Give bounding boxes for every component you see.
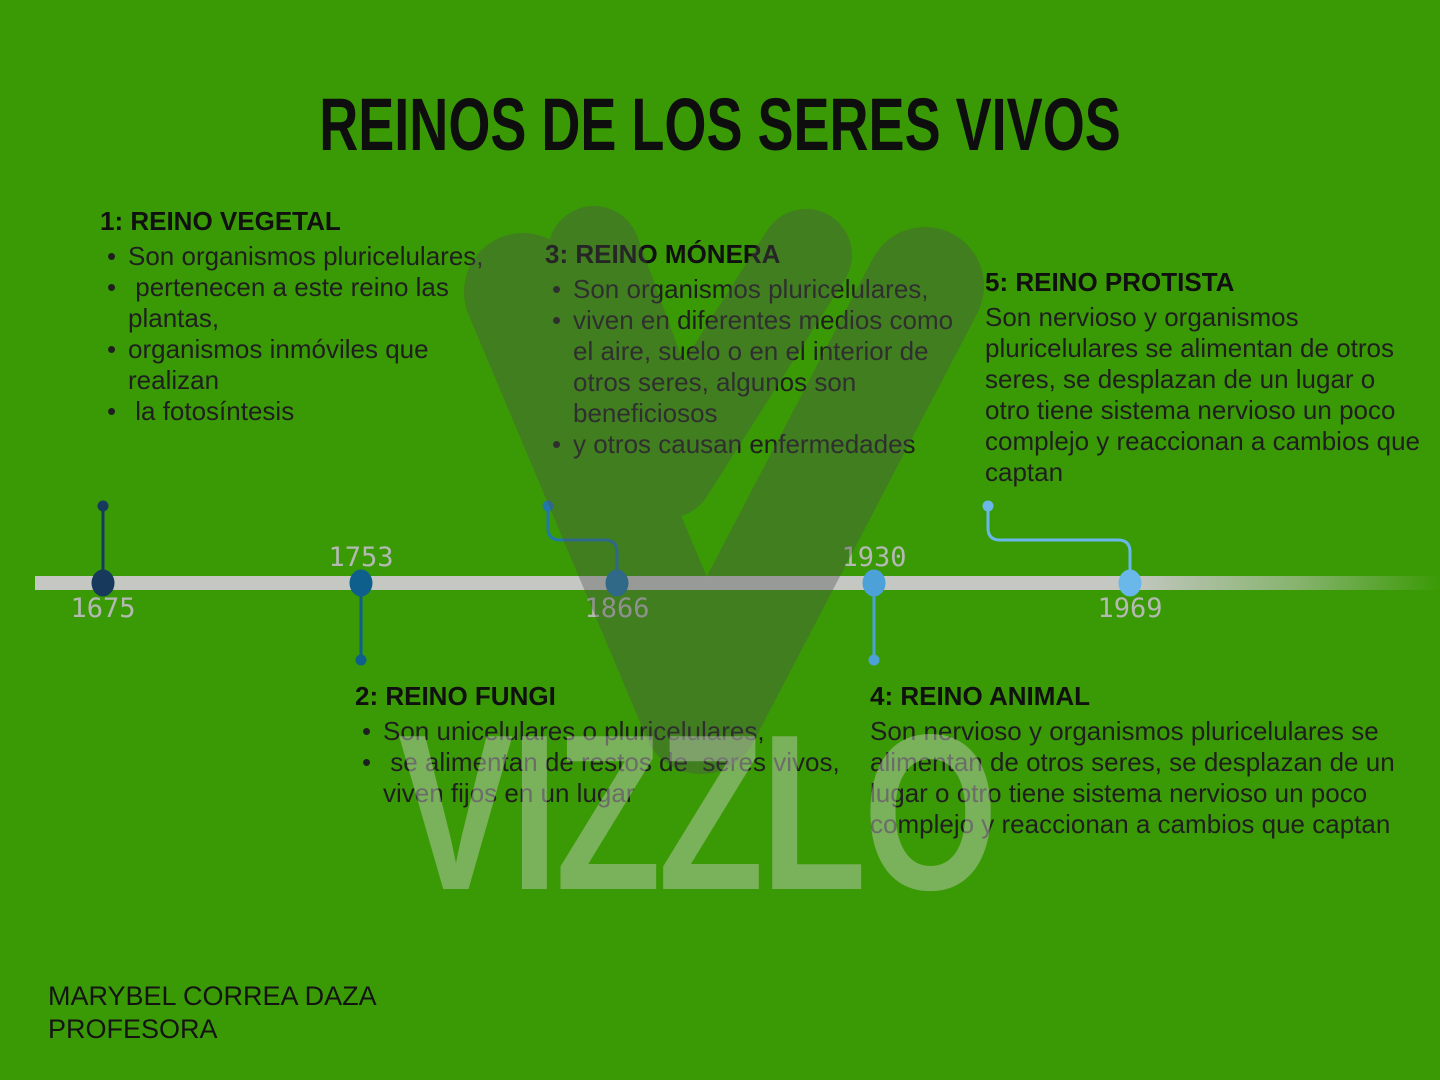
bullet-item: viven en diferentes medios como el aire,… <box>545 305 970 429</box>
section-paragraph: Son nervioso y organismos pluricelulares… <box>870 716 1395 839</box>
timeline-event-1675 <box>91 500 115 597</box>
timeline-event-1866 <box>542 500 629 597</box>
section-heading: 3: REINO MÓNERA <box>545 239 781 269</box>
timeline-event-1969 <box>982 500 1142 597</box>
connector-endpoint-dot <box>982 500 994 512</box>
timeline-marker-dot <box>349 569 373 597</box>
page-title: REINOS DE LOS SERES VIVOS <box>319 83 1121 166</box>
timeline-event-1753 <box>349 569 373 666</box>
year-label-1753: 1753 <box>328 542 394 573</box>
connector-endpoint-dot <box>542 500 554 512</box>
section-heading: 4: REINO ANIMAL <box>870 681 1091 711</box>
bullet-list: Son unicelulares o pluricelulares, se al… <box>355 716 900 809</box>
timeline-marker-dot <box>605 569 629 597</box>
section-reino-monera: 3: REINO MÓNERA Son organismos pluricelu… <box>545 239 970 460</box>
bullet-item: pertenecen a este reino las plantas, <box>100 272 520 334</box>
timeline-event-1930 <box>862 569 886 666</box>
section-reino-animal: 4: REINO ANIMAL Son nervioso y organismo… <box>870 681 1415 840</box>
section-heading: 5: REINO PROTISTA <box>985 267 1235 297</box>
author-role: PROFESORA <box>48 1014 218 1044</box>
year-label-1969: 1969 <box>1097 593 1163 624</box>
section-reino-vegetal: 1: REINO VEGETAL Son organismos pluricel… <box>100 206 520 427</box>
bullet-list: Son organismos pluricelulares,viven en d… <box>545 274 970 460</box>
year-label-1930: 1930 <box>841 542 907 573</box>
bullet-item: Son organismos pluricelulares, <box>100 241 520 272</box>
timeline-marker-dot <box>862 569 886 597</box>
author-name: MARYBEL CORREA DAZA <box>48 981 377 1011</box>
bullet-item: Son organismos pluricelulares, <box>545 274 970 305</box>
connector-endpoint-dot <box>868 654 880 666</box>
bullet-item: y otros causan enfermedades <box>545 429 970 460</box>
section-reino-protista: 5: REINO PROTISTA Son nervioso y organis… <box>985 267 1425 488</box>
connector-endpoint-dot <box>355 654 367 666</box>
timeline-marker-dot <box>1118 569 1142 597</box>
section-reino-fungi: 2: REINO FUNGI Son unicelulares o pluric… <box>355 681 900 809</box>
timeline-bar <box>35 576 1440 590</box>
year-label-1675: 1675 <box>70 593 136 624</box>
bullet-item: organismos inmóviles que realizan <box>100 334 520 396</box>
section-heading: 1: REINO VEGETAL <box>100 206 341 236</box>
timeline-marker-dot <box>91 569 115 597</box>
bullet-item: la fotosíntesis <box>100 396 520 427</box>
bullet-item: Son unicelulares o pluricelulares, <box>355 716 900 747</box>
bullet-list: Son organismos pluricelulares, pertenece… <box>100 241 520 427</box>
author-credit: MARYBEL CORREA DAZA PROFESORA <box>48 980 377 1046</box>
bullet-item: se alimentan de restos de seres vivos, v… <box>355 747 900 809</box>
connector-endpoint-dot <box>97 500 109 512</box>
section-paragraph: Son nervioso y organismos pluricelulares… <box>985 302 1421 487</box>
year-label-1866: 1866 <box>584 593 650 624</box>
section-heading: 2: REINO FUNGI <box>355 681 556 711</box>
